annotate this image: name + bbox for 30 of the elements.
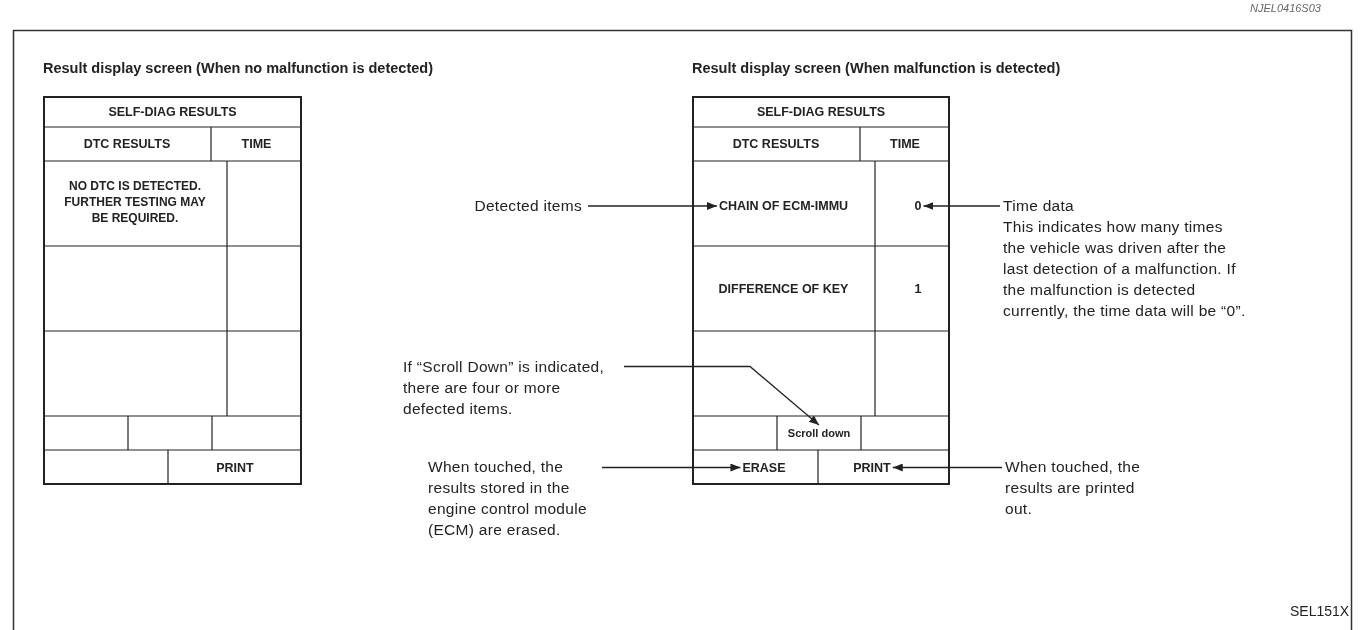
screen-header: SELF-DIAG RESULTS [108,103,237,120]
time-value: 0 [914,198,922,214]
column-header: DTC RESULTS [83,136,171,152]
status-message: NO DTC IS DETECTED. FURTHER TESTING MAY BE REQUIRED. [60,178,210,226]
scroll-indicator: Scroll down [787,425,851,441]
annotation-heading: Time data [1003,196,1076,216]
softkey-label: ERASE [742,459,786,476]
leader-arrow [922,202,1001,210]
leader-arrow [601,463,742,472]
softkey-label: PRINT [216,459,254,476]
annotation-text: When touched, the results are printed out. [1005,456,1145,519]
leader-arrow [587,202,718,210]
leader-arrow [892,463,1003,472]
dtc-item: DIFFERENCE OF KEY [718,281,849,297]
column-header: TIME [241,136,272,152]
screen-title: Result display screen (When no malfunction is detected) [43,60,433,76]
screen-title: Result display screen (When malfunction is detected) [692,60,1061,76]
figure-code: NJEL0416S03 [1250,2,1321,14]
annotation-text: If “Scroll Down” is indicated, there are four or more defected items. [403,356,618,419]
screen-header: SELF-DIAG RESULTS [756,103,886,120]
leader-arrow [623,365,820,426]
annotation-text: This indicates how many times the vehicle was driven after the last detection of a malfunction. If the malfunction is detected currently, the time data will be “0”. [1003,217,1247,321]
figure-code: SEL151X [1290,603,1350,619]
annotation-text: When touched, the results stored in the engine control module (ECM) are erased. [428,456,596,540]
time-value: 1 [914,281,922,297]
softkey-label: PRINT [853,459,891,476]
column-header: TIME [890,136,920,152]
dtc-item: CHAIN OF ECM-IMMU [718,198,849,214]
column-header: DTC RESULTS [732,136,820,152]
annotation-text: Detected items [462,195,582,216]
